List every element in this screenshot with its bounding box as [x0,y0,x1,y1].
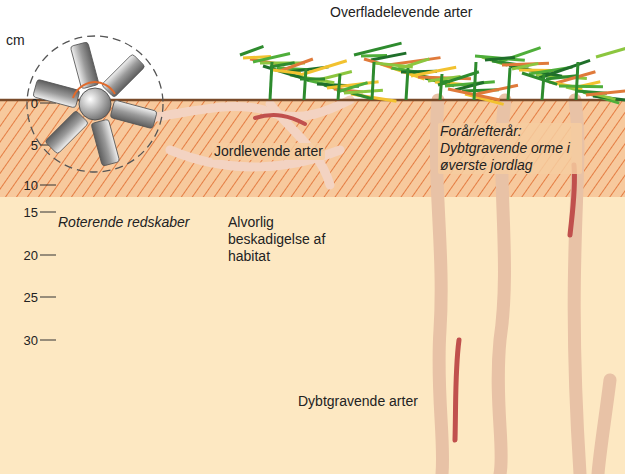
grass-stem [576,62,578,100]
grass-blade [522,73,557,84]
grass-blade [253,53,290,62]
deep-species-label: Dybtgravende arter [296,393,420,410]
worm [255,115,305,124]
soil-species-label: Jordlevende arter [212,143,325,160]
deep-burrows [436,100,610,474]
grass-blade [586,91,625,95]
grass-blade [475,56,525,60]
tine [91,119,120,166]
depth-number: 25 [14,289,38,306]
grass-blade [472,85,518,95]
depth-number: 20 [14,247,38,264]
depth-number: 10 [14,177,38,194]
grass-stem [474,62,476,100]
tine [45,110,89,154]
shallow-burrows [150,100,350,185]
grass-blade [371,53,406,60]
tool-label: Roterende redskaber [58,214,190,231]
grass-blade [273,70,301,73]
tine [110,100,157,129]
surface-vegetation [240,43,625,104]
grass-blade [337,83,368,92]
grass-stem [440,74,442,100]
unit-label: cm [6,32,25,49]
depth-number: 0 [14,95,38,112]
grass-stem [270,62,272,100]
grass-blade [559,85,603,89]
grass-blade [512,63,538,69]
grass-blade [344,90,383,93]
grass-blade [240,46,263,55]
grass-blade [455,82,484,90]
grass-stem [338,74,340,100]
grass-blade [539,60,590,78]
grass-blade [485,57,515,60]
grass-stem [542,74,544,100]
subsoil-left [0,197,66,474]
grass-blade [596,43,625,57]
tine [33,79,80,108]
grass-stem [508,68,510,100]
depth-number: 15 [14,204,38,221]
grass-blade [354,43,402,55]
depth-number: 30 [14,332,38,349]
grass-blade [374,63,413,67]
grass-stem [372,62,374,100]
rotary-tool [27,36,163,172]
grass-blade [411,67,456,76]
season-note: Forår/efterår: Dybtgravende orme i øvers… [438,123,582,174]
worms [455,165,575,440]
surface-species-label: Overfladelevende arter [330,4,472,21]
grass-blade [280,59,313,71]
depth-number: 5 [14,137,38,154]
habitat-damage-label: Alvorlig beskadigelse af habitat [228,214,358,265]
grass-stem [304,68,306,100]
tine [101,54,145,98]
grass-blade [438,72,479,85]
grass-stem [406,68,408,100]
